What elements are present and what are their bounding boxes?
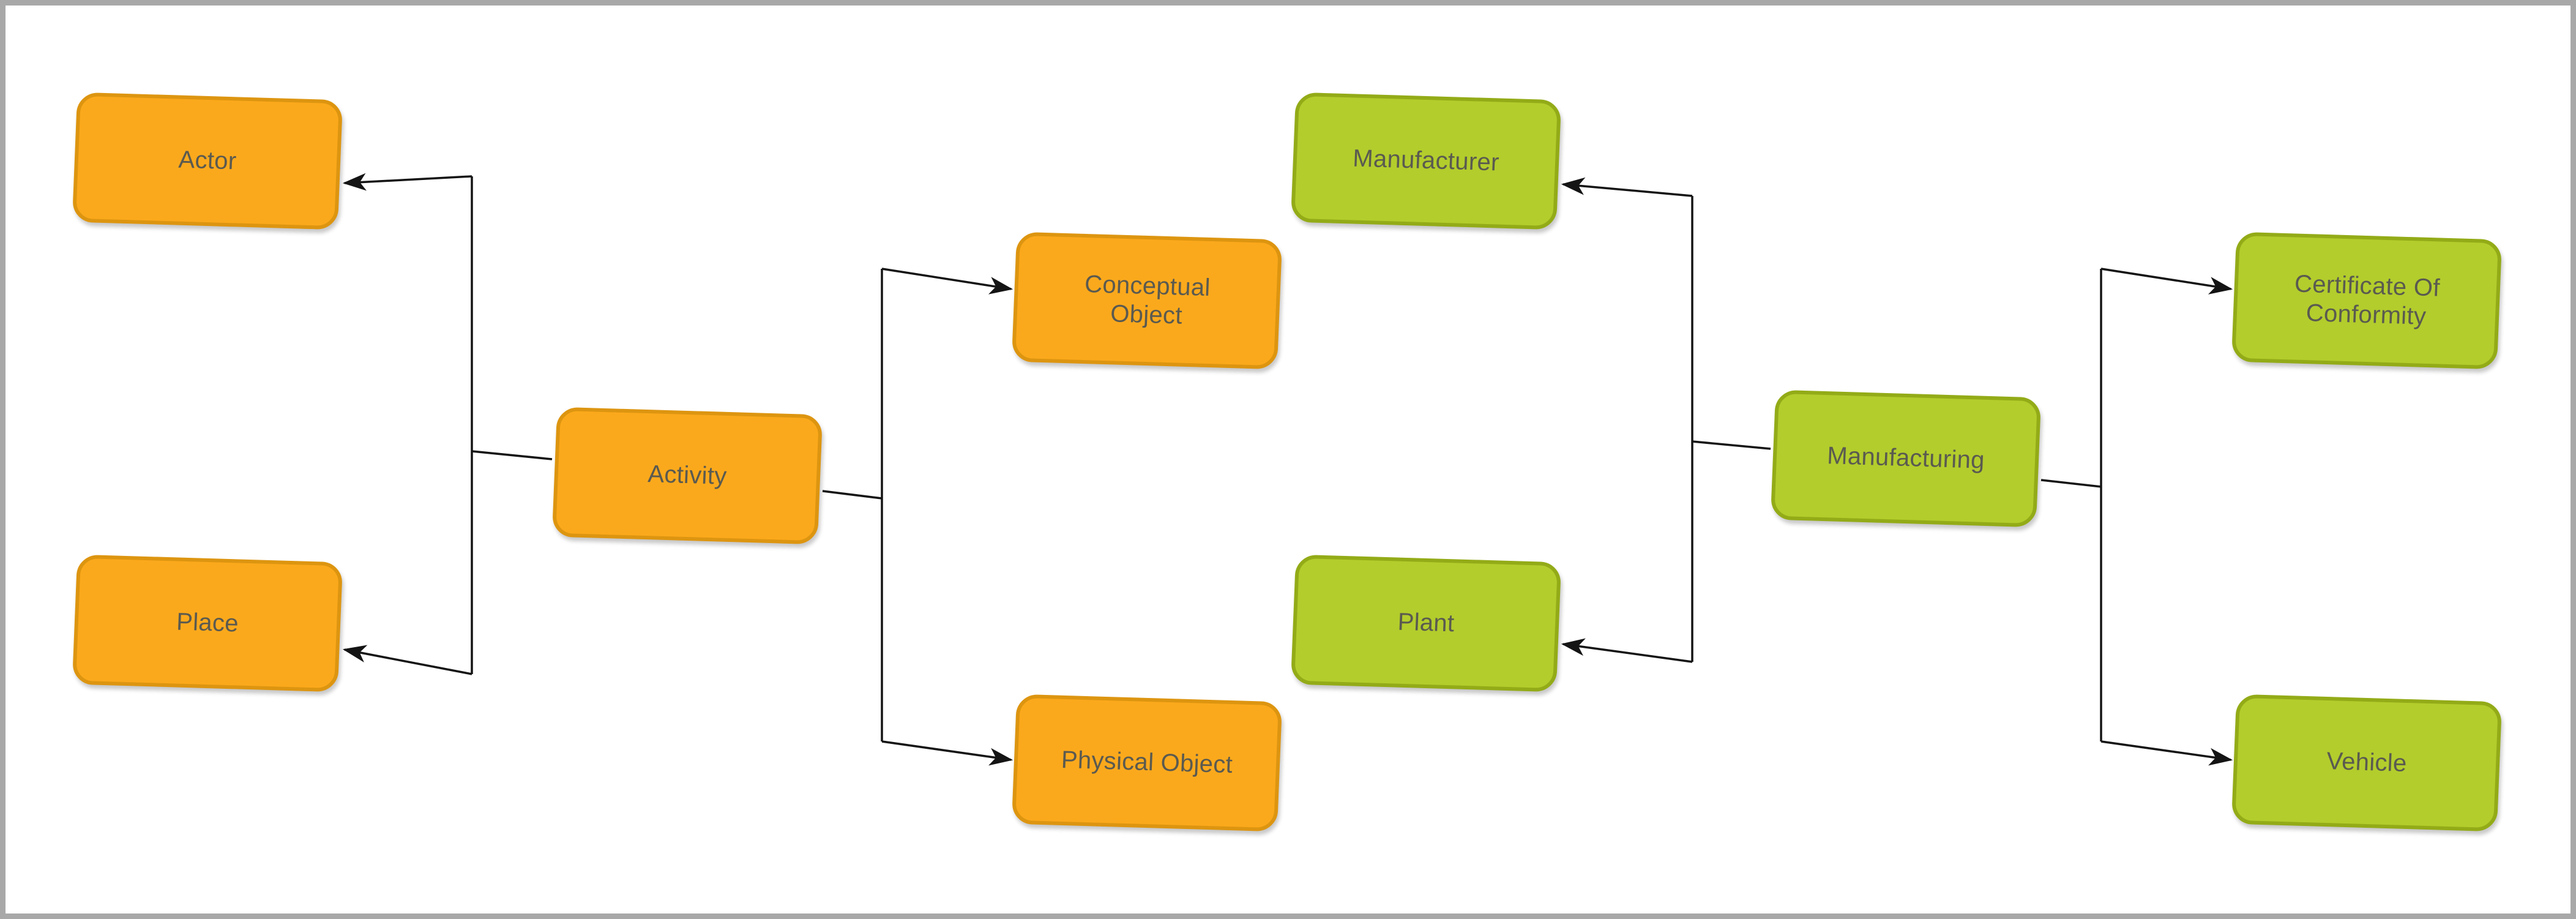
edge-activity-to-conceptual-object xyxy=(881,268,1014,294)
edge-activity-to-place xyxy=(342,645,472,675)
edge-manufacturing-stem-left xyxy=(1692,440,1771,450)
node-label-vehicle: Vehicle xyxy=(2326,748,2408,778)
node-plant[interactable]: Plant xyxy=(1290,554,1562,692)
node-physical-object[interactable]: Physical Object xyxy=(1011,694,1283,832)
edge-activity-to-physical-object xyxy=(881,740,1014,766)
node-label-plant: Plant xyxy=(1397,609,1455,637)
edge-group-activity-right xyxy=(822,268,1014,766)
node-label-manufacturing: Manufacturing xyxy=(1826,442,1985,475)
edge-manufacturing-to-plant xyxy=(1561,638,1693,663)
node-label-actor: Actor xyxy=(177,146,237,175)
edge-manufacturing-to-manufacturer xyxy=(1561,177,1693,197)
node-vehicle[interactable]: Vehicle xyxy=(2231,694,2503,832)
edge-layer xyxy=(342,173,2233,766)
node-place[interactable]: Place xyxy=(72,554,343,692)
edge-group-manufacturing-right xyxy=(2040,268,2233,766)
edge-activity-to-actor xyxy=(342,173,472,191)
edge-activity-stem-left xyxy=(471,450,553,460)
edge-manufacturing-stem-right xyxy=(2040,479,2102,488)
edge-group-manufacturing-left xyxy=(1561,177,1771,663)
node-label-certificate-of-conformity: Certificate Of Conformity xyxy=(2294,270,2441,330)
node-label-place: Place xyxy=(176,608,239,637)
node-conceptual-object[interactable]: Conceptual Object xyxy=(1011,231,1283,370)
edge-manufacturing-to-vehicle xyxy=(2100,740,2233,766)
node-actor[interactable]: Actor xyxy=(72,92,343,230)
node-manufacturer[interactable]: Manufacturer xyxy=(1290,92,1562,230)
node-label-conceptual-object: Conceptual Object xyxy=(1084,270,1211,329)
node-label-activity: Activity xyxy=(647,460,728,490)
node-manufacturing[interactable]: Manufacturing xyxy=(1770,389,2042,528)
edge-group-activity-left xyxy=(342,173,553,675)
node-activity[interactable]: Activity xyxy=(551,407,823,545)
node-label-physical-object: Physical Object xyxy=(1061,746,1233,779)
edge-manufacturing-to-certificate xyxy=(2100,268,2233,294)
node-label-manufacturer: Manufacturer xyxy=(1352,144,1500,176)
node-certificate-of-conformity[interactable]: Certificate Of Conformity xyxy=(2231,231,2503,370)
edge-activity-stem-right xyxy=(822,490,883,500)
